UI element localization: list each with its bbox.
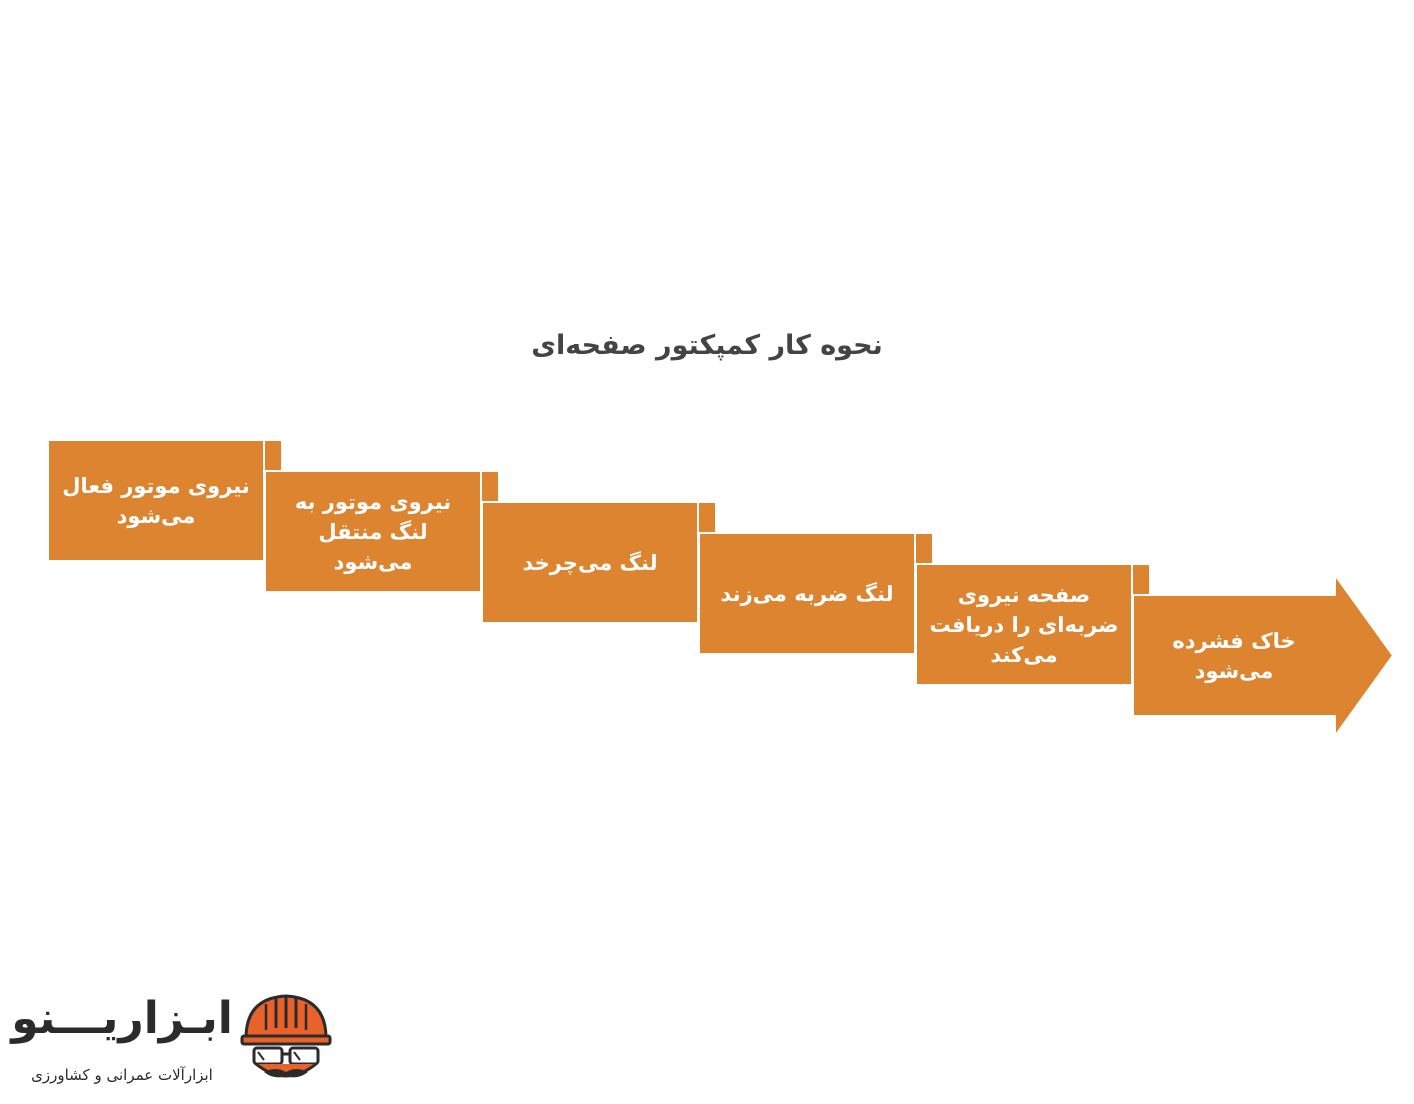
step-arrow bbox=[1132, 571, 1395, 740]
step-label: صفحه نیروی ضربه‌ای را دریافت می‌کند bbox=[929, 582, 1119, 667]
helmet-goggles-mustache-icon bbox=[240, 994, 332, 1078]
step-box bbox=[698, 532, 916, 655]
diagram-title: نحوه کار کمپکتور صفحه‌ای bbox=[531, 330, 883, 361]
logo-tagline: ابزارآلات عمرانی و کشاورزی bbox=[31, 1066, 213, 1084]
step-label: خاک فشرده می‌شود bbox=[1172, 628, 1296, 683]
step-label: لنگ ضربه می‌زند bbox=[720, 581, 894, 606]
step-box bbox=[915, 563, 1133, 686]
step-box bbox=[481, 501, 699, 624]
step-box bbox=[264, 470, 482, 593]
step-label: نیروی موتور فعال می‌شود bbox=[62, 473, 250, 528]
step-label: لنگ می‌چرخد bbox=[522, 550, 658, 575]
step-label: نیروی موتور به لنگ منتقل می‌شود bbox=[294, 489, 452, 574]
logo-name: ابـزاریـــنو bbox=[11, 993, 233, 1044]
